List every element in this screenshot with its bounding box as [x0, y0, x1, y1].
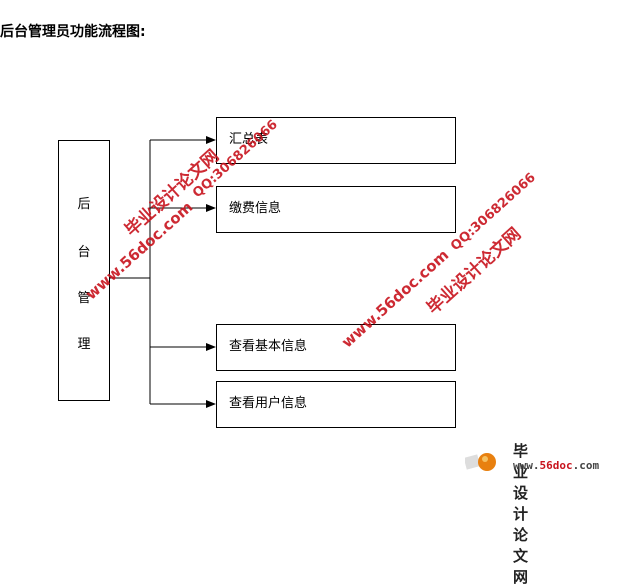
node-label: 查看用户信息	[229, 396, 308, 411]
connector-lines	[110, 136, 216, 408]
root-char: 台	[77, 245, 91, 260]
root-node-admin: 后 台 管 理	[58, 140, 110, 401]
node-label: 查看基本信息	[229, 339, 308, 354]
page-title: 后台管理员功能流程图:	[0, 24, 146, 40]
node-payment-info: 缴费信息	[216, 186, 456, 233]
node-summary: 汇总表	[216, 117, 456, 164]
node-label: 缴费信息	[229, 201, 282, 216]
root-char: 后	[77, 197, 91, 212]
node-user-info: 查看用户信息	[216, 381, 456, 428]
root-char: 管	[77, 291, 91, 306]
root-char: 理	[77, 337, 91, 352]
node-label: 汇总表	[229, 132, 269, 147]
logo-url: www.56doc.com	[513, 459, 600, 472]
node-basic-info: 查看基本信息	[216, 324, 456, 371]
logo-ball-icon	[465, 450, 496, 472]
